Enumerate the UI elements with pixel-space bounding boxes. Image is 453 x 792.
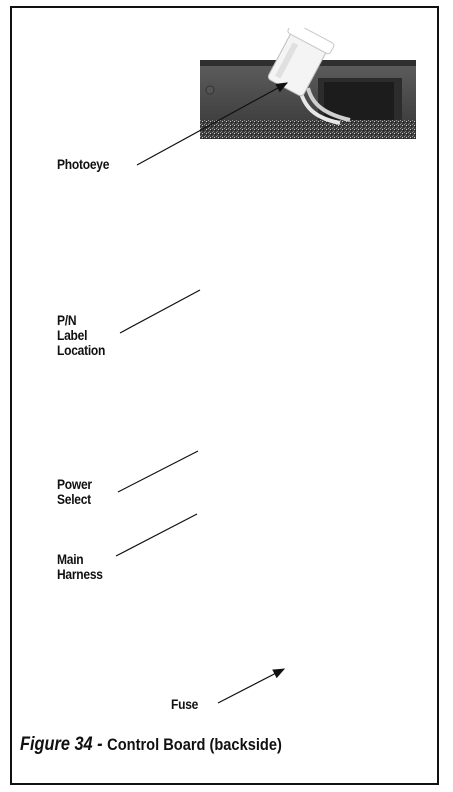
fuse-label: Fuse	[171, 696, 199, 712]
figure-caption: Figure 34 - Control Board (backside)	[20, 734, 282, 756]
power-select-label: Power Select	[57, 476, 92, 507]
main-harness-label: Main Harness	[57, 551, 103, 582]
figure-description: Control Board (backside)	[107, 735, 282, 754]
figure-number: Figure 34 -	[20, 734, 103, 755]
pn-label-location-label: P/N Label Location	[57, 312, 106, 358]
photoeye-label: Photoeye	[57, 156, 110, 172]
photoeye-photo	[200, 28, 416, 139]
